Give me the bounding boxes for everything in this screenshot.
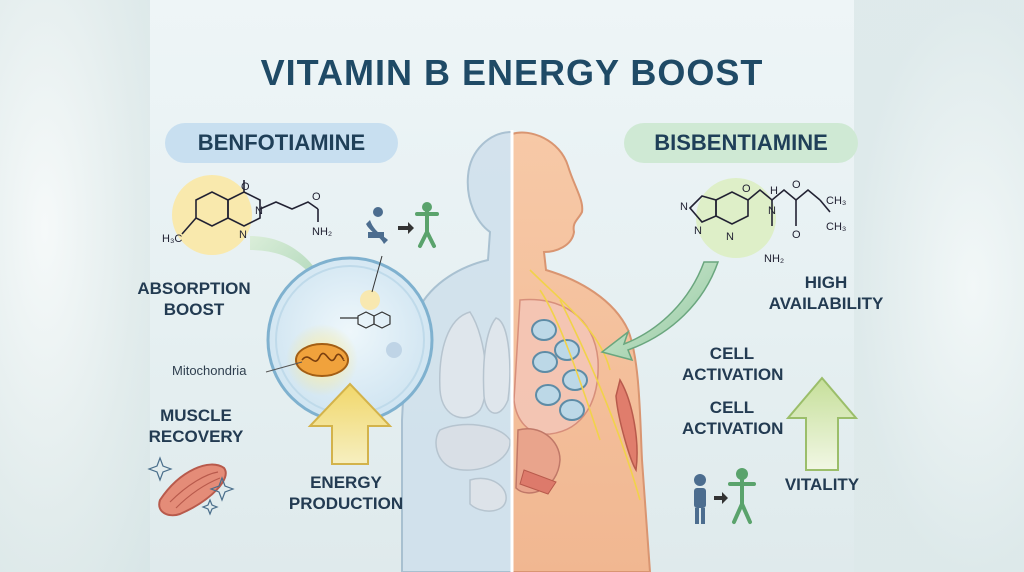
availability-line-2: AVAILABILITY [768, 294, 884, 313]
chem-n-c: N [726, 231, 734, 243]
cell-diagram [266, 255, 434, 424]
absorption-line-1: ABSORPTION [137, 279, 251, 298]
cell-activation-label-2: CELL ACTIVATION [682, 397, 784, 439]
cell1-line-1: CELL [709, 344, 755, 363]
body-silhouette-left [401, 130, 513, 572]
absorption-line-2: BOOST [163, 300, 225, 319]
muscle-icon [147, 456, 235, 517]
energy-line-2: PRODUCTION [288, 494, 404, 513]
chem-o-2: O [312, 191, 321, 203]
chem-o: O [241, 181, 250, 193]
chem-o2: O [792, 179, 801, 191]
chem-n2: N [239, 229, 247, 241]
energy-production-label: ENERGY PRODUCTION [276, 472, 416, 514]
chem-nh2: NH₂ [312, 226, 332, 238]
chem-n1: N [255, 205, 263, 217]
chem-o3: O [792, 229, 801, 241]
vitality-label: VITALITY [784, 475, 860, 494]
high-availability-label: HIGH AVAILABILITY [760, 272, 892, 314]
body-anatomy-right [511, 131, 652, 572]
mitochondria-pointer [265, 361, 303, 373]
benfotiamine-molecule [172, 175, 319, 255]
cell2-line-2: ACTIVATION [682, 419, 784, 438]
bisbentiamine-pill: BISBENTIAMINE [624, 123, 858, 163]
muscle-recovery-label: MUSCLE RECOVERY [140, 405, 252, 447]
chem-h: H [770, 185, 778, 197]
cell-activation-label-1: CELL ACTIVATION [682, 343, 784, 385]
tired-to-active-icon [366, 202, 439, 248]
background-blur-left [0, 0, 150, 572]
chem-nh2-right: NH₂ [764, 253, 784, 265]
energy-line-1: ENERGY [310, 473, 382, 492]
muscle-line-1: MUSCLE [160, 406, 232, 425]
page-title: VITAMIN B ENERGY BOOST [260, 52, 764, 93]
chem-ch3-a: CH₃ [826, 195, 846, 207]
chem-n-b: N [694, 225, 702, 237]
mitochondria-label: Mitochondria [172, 363, 247, 378]
right-curved-arrow [600, 261, 720, 362]
tired-to-active-icon-right [694, 468, 756, 524]
energy-up-arrow [307, 382, 393, 465]
chem-n-a: N [680, 201, 688, 213]
vitality-up-arrow [785, 376, 859, 471]
absorption-boost-label: ABSORPTION BOOST [128, 278, 260, 320]
cell2-line-1: CELL [709, 398, 755, 417]
chem-o1: O [742, 183, 751, 195]
chem-ch3: H₃C [162, 233, 182, 245]
bisbentiamine-molecule [688, 178, 831, 258]
background-blur-right [854, 0, 1024, 572]
availability-line-1: HIGH [804, 273, 848, 292]
cell1-line-2: ACTIVATION [682, 365, 784, 384]
chem-ch3-b: CH₃ [826, 221, 846, 233]
benfotiamine-pill: BENFOTIAMINE [165, 123, 398, 163]
muscle-line-2: RECOVERY [148, 427, 244, 446]
chem-nh: N [768, 205, 776, 217]
